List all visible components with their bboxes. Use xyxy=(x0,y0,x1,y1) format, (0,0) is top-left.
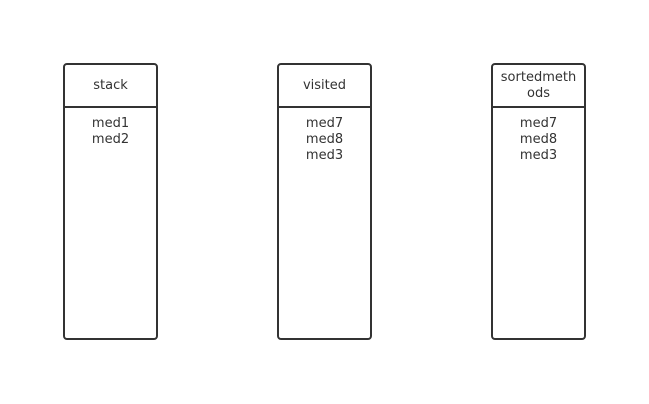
sortedmethods-box-header: sortedmethods xyxy=(493,65,584,108)
stack-box-title: stack xyxy=(93,77,128,93)
visited-box-header: visited xyxy=(279,65,370,108)
stack-item: med2 xyxy=(91,132,130,147)
stack-box-header: stack xyxy=(65,65,156,108)
visited-item: med8 xyxy=(305,132,344,147)
stack-box-body: med1 med2 xyxy=(65,116,156,148)
stack-box: stack med1 med2 xyxy=(63,63,158,340)
visited-box-title: visited xyxy=(302,77,347,93)
sortedmethods-item: med7 xyxy=(519,116,558,131)
visited-item: med7 xyxy=(305,116,344,131)
visited-item: med3 xyxy=(305,148,344,163)
visited-box-body: med7 med8 med3 xyxy=(279,116,370,164)
sortedmethods-box-body: med7 med8 med3 xyxy=(493,116,584,164)
sortedmethods-item: med3 xyxy=(519,148,558,163)
sortedmethods-box-title: sortedmethods xyxy=(500,69,577,101)
sortedmethods-item: med8 xyxy=(519,132,558,147)
sortedmethods-box: sortedmethods med7 med8 med3 xyxy=(491,63,586,340)
stack-item: med1 xyxy=(91,116,130,131)
visited-box: visited med7 med8 med3 xyxy=(277,63,372,340)
